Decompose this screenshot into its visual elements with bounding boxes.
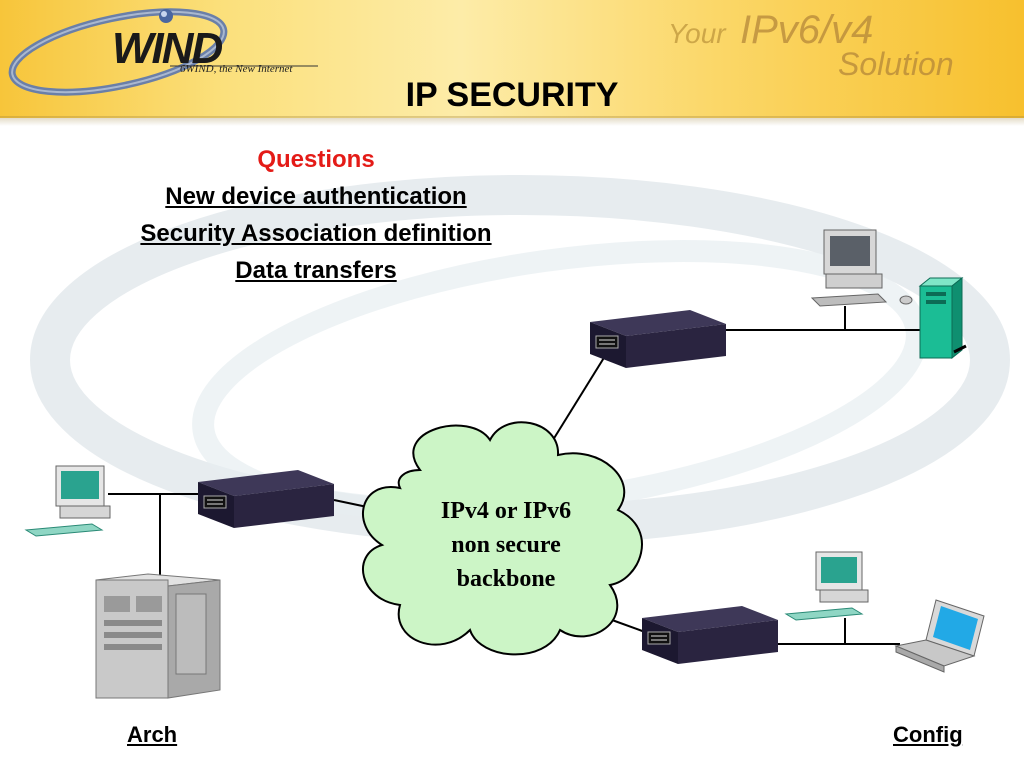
config-link[interactable]: Config	[893, 722, 963, 747]
desktop-computer-icon	[784, 551, 869, 621]
desktop-computer-icon	[24, 465, 111, 537]
cloud-label-line: backbone	[456, 566, 556, 592]
cloud-icon	[362, 421, 643, 656]
server-tower-icon	[918, 276, 967, 360]
header-shadow	[0, 116, 1024, 126]
router-icon	[198, 470, 334, 528]
arch-link[interactable]: Arch	[127, 722, 178, 747]
mainframe-cabinet-icon	[95, 573, 221, 699]
desktop-computer-icon	[810, 229, 913, 307]
question-link-security-association[interactable]: Security Association definition	[140, 220, 492, 247]
wind-logo-icon	[8, 8, 318, 96]
question-link-authentication[interactable]: New device authentication	[165, 183, 467, 210]
logo-text: WIND	[112, 24, 223, 73]
cloud-label-line: IPv4 or IPv6	[440, 498, 572, 524]
slogan-your: Your	[668, 18, 726, 49]
laptop-icon	[894, 599, 985, 673]
router-icon	[590, 310, 726, 368]
logo-tagline: 6WIND, the New Internet	[180, 63, 293, 75]
connection-lines	[108, 306, 930, 645]
cloud-label-line: non secure	[451, 532, 561, 558]
cloud-label: IPv4 or IPv6 non secure backbone	[406, 494, 606, 596]
questions-heading: Questions	[257, 146, 375, 173]
router-icon	[642, 606, 778, 664]
slogan-ip: IPv6/v4	[740, 8, 874, 52]
question-link-data-transfers[interactable]: Data transfers	[235, 257, 397, 284]
slogan-solution: Solution	[838, 46, 954, 82]
slide-title: IP SECURITY	[405, 76, 619, 114]
